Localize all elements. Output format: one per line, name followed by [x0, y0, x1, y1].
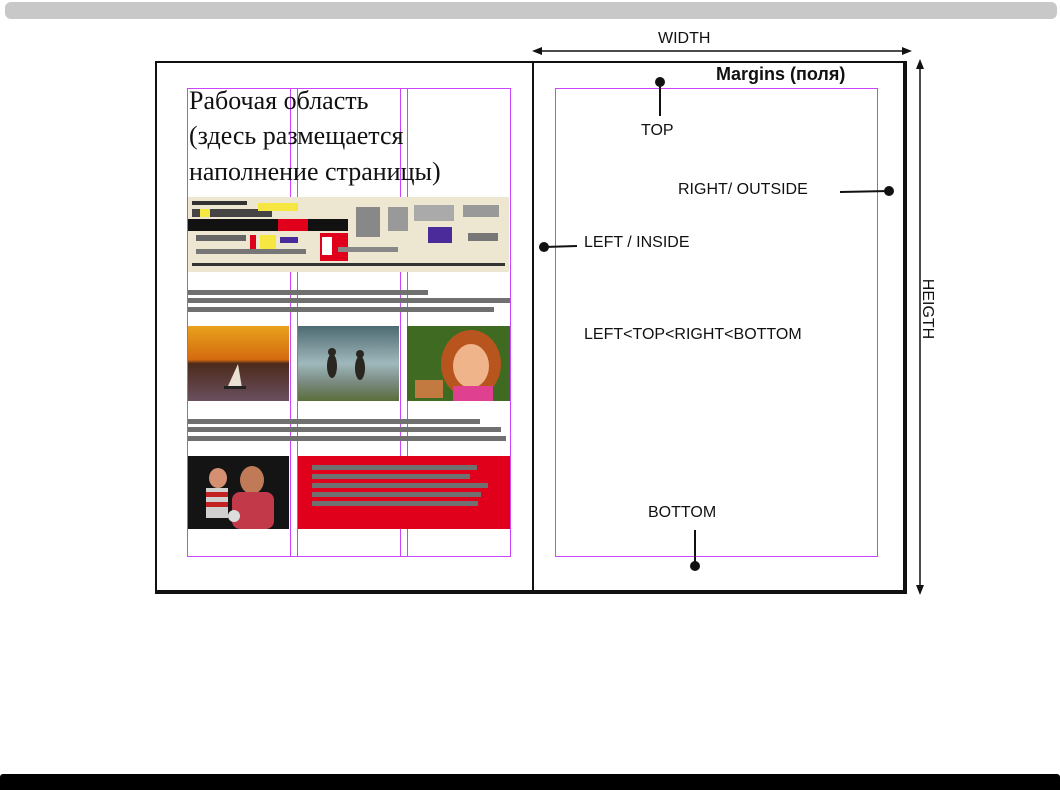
left-inside-label: LEFT / INSIDE: [584, 234, 690, 251]
text-line-placeholder: [312, 474, 470, 479]
beach-runners-photo: [298, 326, 399, 401]
text-line-placeholder: [188, 298, 510, 303]
bottom-label: BOTTOM: [648, 504, 717, 521]
banner-graphic: [188, 201, 505, 266]
margins-title: Margins (поля): [716, 64, 846, 84]
column-guide: [297, 88, 298, 557]
right-outside-label: RIGHT/ OUTSIDE: [678, 181, 808, 198]
left-page-margin-box: [187, 88, 511, 557]
father-child-photo: [188, 456, 289, 529]
text-line-placeholder: [188, 419, 480, 424]
spine-line: [532, 61, 534, 594]
work-area-line-1: Рабочая область: [189, 86, 369, 115]
width-label: WIDTH: [658, 30, 711, 47]
text-line-placeholder: [188, 427, 501, 432]
bottom-bar: [0, 774, 1060, 790]
text-line-placeholder: [188, 436, 506, 441]
top-bar: [5, 2, 1057, 19]
text-line-placeholder: [312, 492, 481, 497]
windsurf-photo: [188, 326, 289, 401]
text-line-placeholder: [312, 465, 477, 470]
work-area-line-2: (здесь размещается: [189, 121, 404, 150]
text-line-placeholder: [312, 501, 478, 506]
work-area-line-3: наполнение страницы): [189, 157, 441, 186]
smiling-girl-photo: [407, 326, 510, 401]
column-guide: [400, 88, 401, 557]
banner-image: [188, 197, 509, 272]
top-label: TOP: [641, 122, 674, 139]
margin-rule-label: LEFT<TOP<RIGHT<BOTTOM: [584, 326, 802, 343]
column-guide: [290, 88, 291, 557]
text-line-placeholder: [188, 290, 428, 295]
right-page-margin-box: [555, 88, 878, 557]
column-guide: [407, 88, 408, 557]
height-label: HEIGTH: [919, 278, 937, 340]
text-line-placeholder: [312, 483, 488, 488]
text-line-placeholder: [188, 307, 494, 312]
